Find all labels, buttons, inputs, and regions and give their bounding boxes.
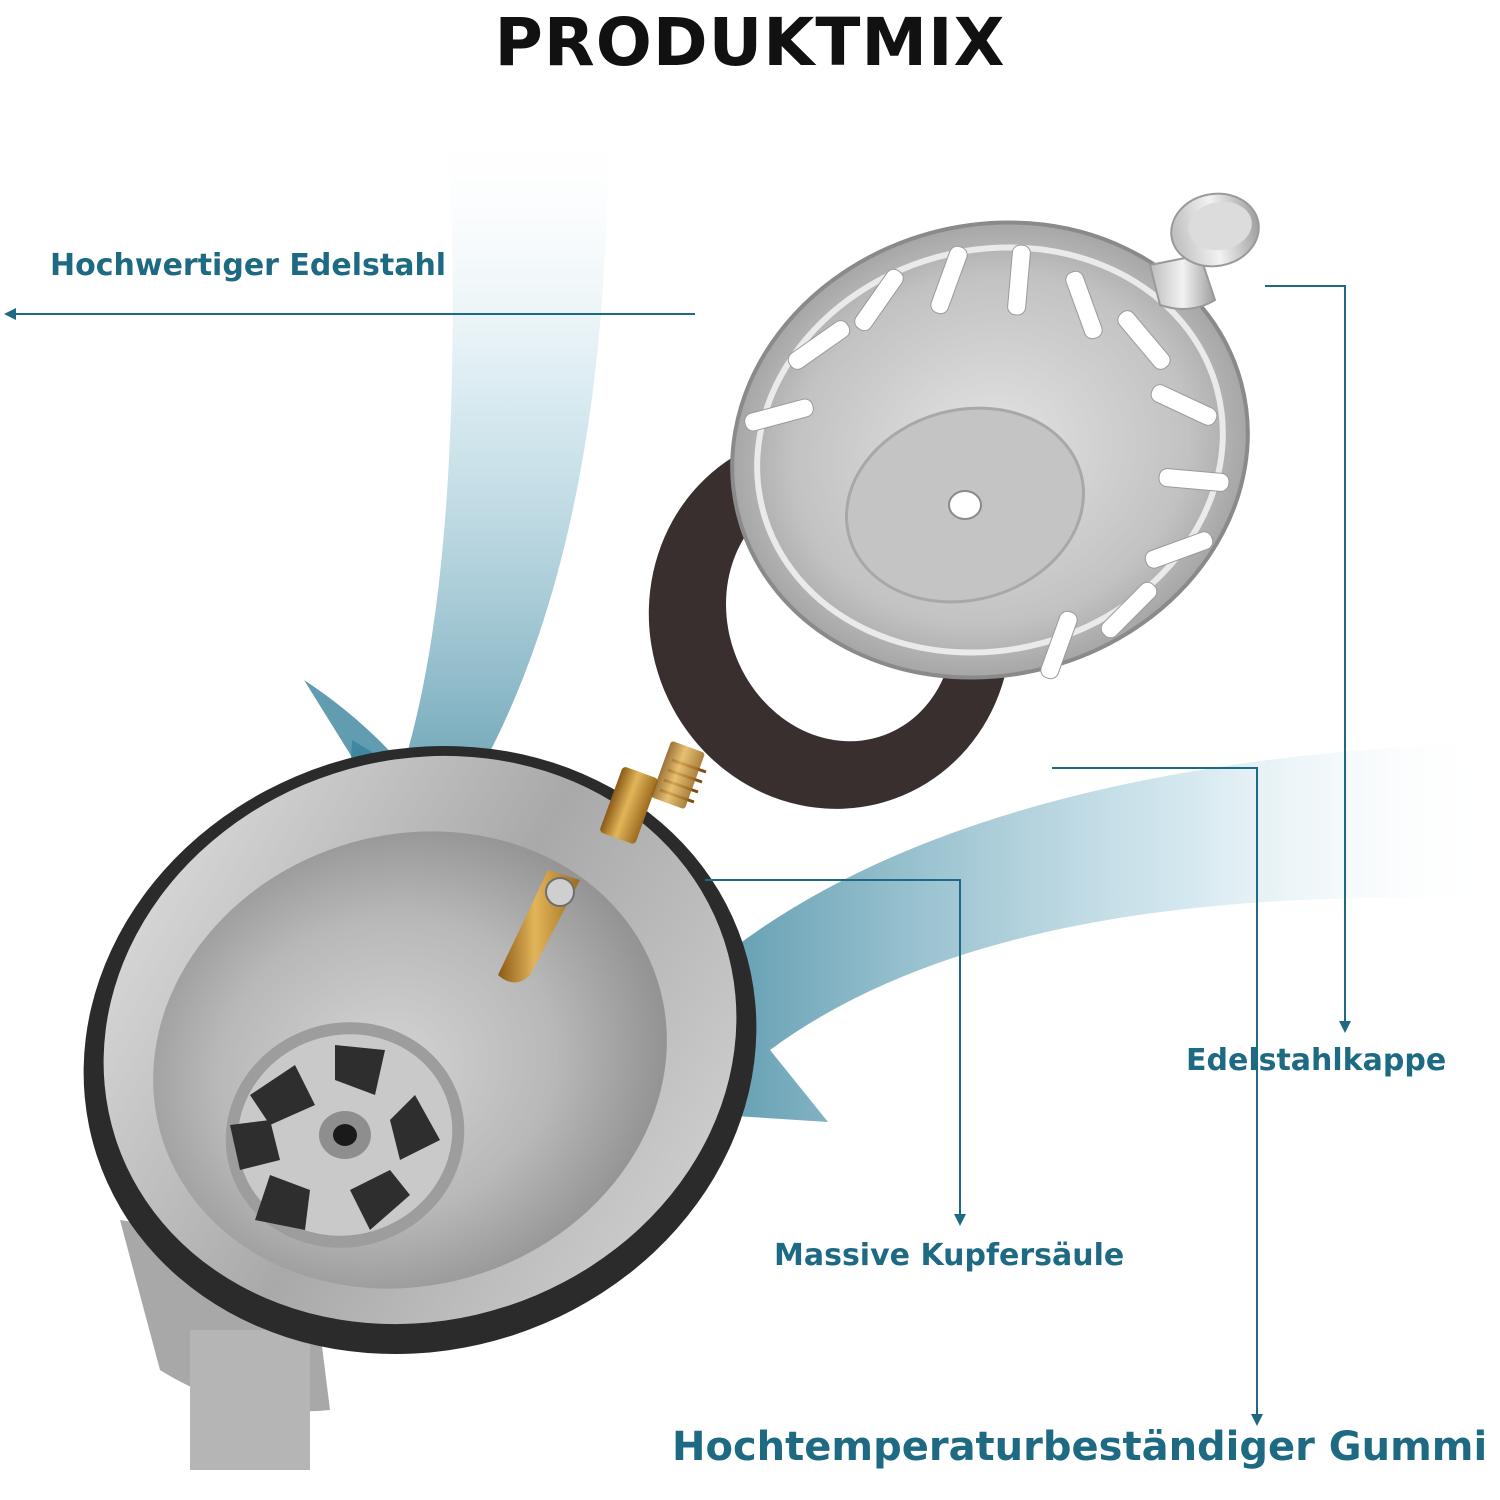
callout-lines [12,285,1346,1418]
label-rubber: Hochtemperaturbeständiger Gummi [672,1424,1488,1470]
steel-cap [1148,192,1260,310]
label-stainless-steel: Hochwertiger Edelstahl [50,248,447,283]
label-copper-column: Massive Kupfersäule [774,1238,1125,1273]
strainer-basket [730,220,1250,680]
drain-bowl [83,745,757,1470]
flow-arrow-right [612,742,1500,1122]
copper-column [498,741,707,983]
label-steel-cap: Edelstahlkappe [1186,1043,1447,1078]
callout-arrowheads [4,308,1351,1426]
flow-arrow-top [342,110,609,905]
page-title: PRODUKTMIX [494,4,1006,81]
